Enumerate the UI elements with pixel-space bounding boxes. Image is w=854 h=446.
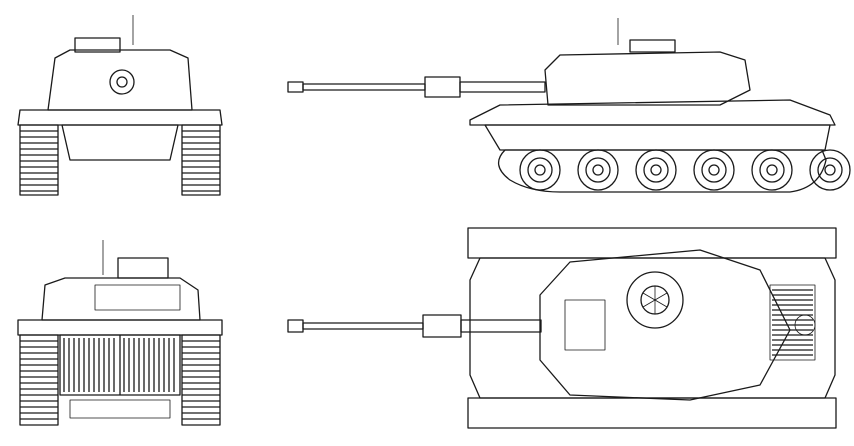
left-track xyxy=(19,334,59,426)
wheel-hub xyxy=(759,157,785,183)
road-wheel xyxy=(693,149,735,191)
side-skirt xyxy=(484,124,831,151)
wheel-hub xyxy=(534,164,546,176)
engine-grille-slats xyxy=(772,289,813,356)
wheel-hub xyxy=(824,164,836,176)
gun-mantlet xyxy=(109,69,135,95)
road-wheels xyxy=(519,149,851,191)
fume-extractor xyxy=(424,76,461,98)
track-side xyxy=(498,149,827,193)
wheel-hub xyxy=(817,157,843,183)
rear-view xyxy=(17,240,223,426)
hull-glacis xyxy=(61,124,179,161)
fume-extractor xyxy=(422,314,462,338)
commander-cupola xyxy=(626,271,684,329)
muzzle xyxy=(287,319,304,333)
hatch-spokes xyxy=(642,286,668,314)
bustle-rack xyxy=(94,284,181,311)
hull-top xyxy=(469,257,836,399)
turret-top xyxy=(539,249,791,401)
road-wheel xyxy=(751,149,793,191)
hull-upper xyxy=(469,99,836,126)
road-wheel xyxy=(519,149,561,191)
gun-barrel-rear xyxy=(460,319,542,333)
gun-barrel-rear xyxy=(459,81,546,93)
right-track xyxy=(181,124,221,196)
road-wheel xyxy=(577,149,619,191)
side-view xyxy=(287,18,851,193)
wheel-hub xyxy=(708,164,720,176)
wheel-hub xyxy=(701,157,727,183)
track-links xyxy=(20,340,220,420)
right-track-top xyxy=(467,397,837,429)
wheel-hub xyxy=(766,164,778,176)
turret-side xyxy=(544,51,751,106)
loader-hatch xyxy=(564,299,606,351)
turret-rear xyxy=(41,277,201,321)
track-links xyxy=(20,130,220,192)
muzzle xyxy=(287,81,304,93)
rear-plate xyxy=(69,399,171,419)
commander-cupola xyxy=(74,37,121,53)
front-view xyxy=(17,15,223,196)
road-wheel xyxy=(809,149,851,191)
grille-slats xyxy=(63,338,175,392)
cupola xyxy=(629,39,676,53)
gun-barrel xyxy=(302,322,424,330)
left-track xyxy=(19,124,59,196)
turret-front xyxy=(47,49,193,111)
right-track xyxy=(181,334,221,426)
wheel-hub xyxy=(650,164,662,176)
fender xyxy=(17,109,223,126)
gun-barrel xyxy=(302,83,426,91)
fuel-cap xyxy=(794,314,816,336)
cupola xyxy=(117,257,169,279)
road-wheel xyxy=(635,149,677,191)
wheel-hub xyxy=(527,157,553,183)
wheel-hub xyxy=(592,164,604,176)
rear-fender xyxy=(17,319,223,336)
wheel-hub xyxy=(585,157,611,183)
engine-grille xyxy=(769,284,816,361)
left-track-top xyxy=(467,227,837,259)
gun-muzzle xyxy=(116,76,128,88)
top-view xyxy=(287,227,837,429)
wheel-hub xyxy=(643,157,669,183)
